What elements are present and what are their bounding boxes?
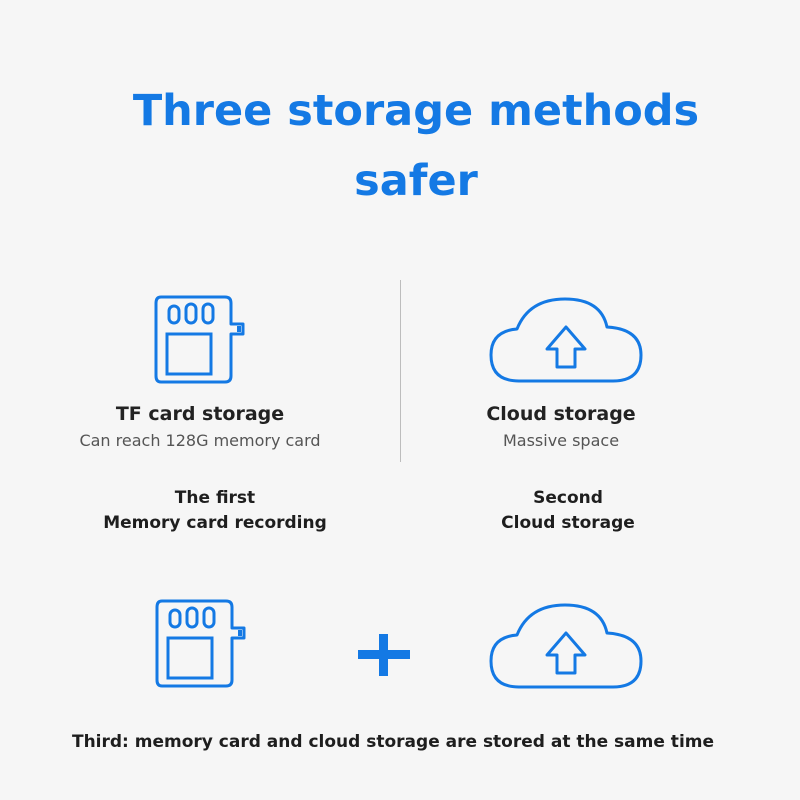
column-divider (400, 280, 401, 462)
second-caption-line1: Second (533, 488, 603, 508)
plus-icon (358, 634, 410, 676)
cloud-upload-icon (489, 297, 645, 385)
tf-card-title: TF card storage (115, 403, 285, 425)
second-caption-line2: Cloud storage (501, 513, 635, 533)
combined-storage-caption: Third: memory card and cloud storage are… (71, 732, 715, 752)
tf-card-subtitle: Can reach 128G memory card (79, 431, 321, 450)
first-caption-line1: The first (174, 488, 256, 508)
cloud-upload-icon-bottom (489, 603, 645, 691)
first-caption-line2: Memory card recording (103, 513, 327, 533)
second-method-caption: Second Cloud storage (418, 486, 718, 536)
page-title-second-line: safer (354, 156, 478, 206)
cloud-subtitle: Massive space (502, 431, 620, 450)
page-title: Three storage methods (132, 86, 700, 136)
sd-card-icon-bottom (155, 598, 248, 690)
cloud-title: Cloud storage (486, 403, 636, 425)
sd-card-icon (154, 294, 247, 386)
first-method-caption: The first Memory card recording (65, 486, 365, 536)
